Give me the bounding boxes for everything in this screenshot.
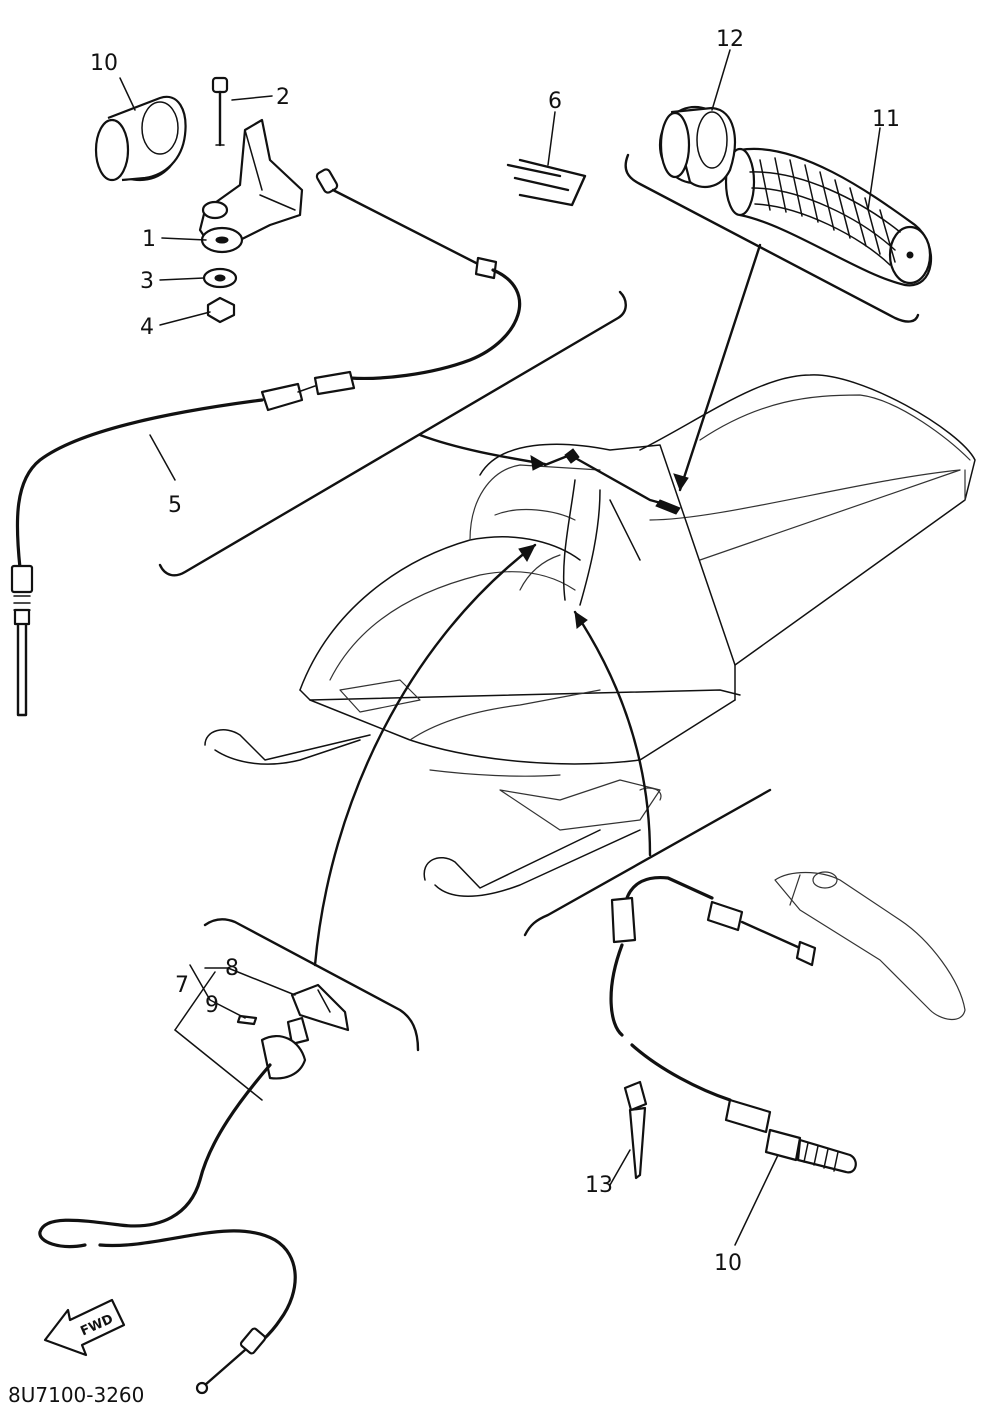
part-throttle-lever (198, 76, 304, 324)
part-grip-end-10 (94, 95, 187, 182)
callout-2: 2 (276, 85, 290, 110)
part-key-13 (623, 1080, 648, 1180)
forward-arrow-icon: FWD (43, 1298, 126, 1357)
callout-leaders (119, 49, 881, 1246)
group-brackets (158, 153, 920, 1052)
callout-8: 8 (225, 956, 239, 981)
callout-10-bottom: 10 (714, 1251, 742, 1276)
part-clip-6 (506, 158, 587, 207)
callout-10-top: 10 (90, 51, 118, 76)
callout-6: 6 (548, 89, 562, 114)
snowmobile-illustration (204, 374, 976, 897)
part-throttle-cable-5 (10, 168, 522, 717)
callout-13: 13 (585, 1173, 613, 1198)
callout-11: 11 (872, 107, 900, 132)
callout-5: 5 (168, 493, 182, 518)
callout-7: 7 (175, 973, 189, 998)
callout-12: 12 (716, 27, 744, 52)
leader-arrows (313, 243, 762, 967)
diagram-code: 8U7100-3260 (8, 1383, 144, 1407)
callout-1: 1 (142, 227, 156, 252)
callout-9: 9 (205, 993, 219, 1018)
part-brake-cable (609, 871, 966, 1174)
callout-3: 3 (140, 269, 154, 294)
part-stop-switch (38, 983, 350, 1395)
part-grip-11-12 (658, 105, 933, 287)
callout-4: 4 (140, 315, 154, 340)
callout-labels: 10 2 1 3 4 5 6 12 11 8 7 9 13 10 (90, 27, 900, 1276)
